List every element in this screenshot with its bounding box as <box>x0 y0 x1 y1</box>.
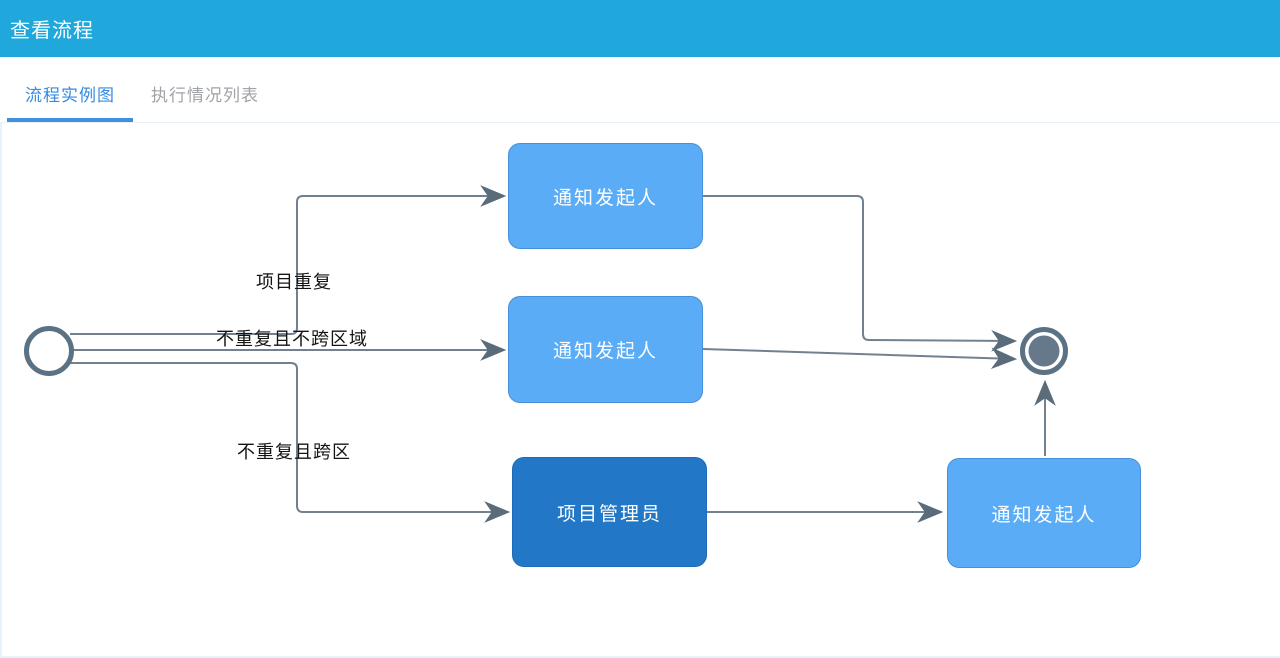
tabs-bar: 流程实例图 执行情况列表 <box>0 57 1280 123</box>
edge-label-not-duplicate-not-cross-region: 不重复且不跨区域 <box>216 329 368 349</box>
task-node-label: 通知发起人 <box>991 504 1097 526</box>
task-node-notify-initiator-right: 通知发起人 <box>947 458 1141 568</box>
task-node-label: 项目管理员 <box>556 503 662 525</box>
tab-process-instance-diagram[interactable]: 流程实例图 <box>7 57 133 122</box>
start-event-icon <box>24 326 74 376</box>
tab-execution-status-list[interactable]: 执行情况列表 <box>133 57 277 122</box>
edge-start-to-notify-top <box>70 185 507 335</box>
end-event-icon <box>1020 327 1068 375</box>
task-node-label: 通知发起人 <box>552 341 658 362</box>
task-node-notify-initiator-top: 通知发起人 <box>508 143 703 249</box>
edge-notify-middle-to-end <box>702 347 1018 370</box>
edge-label-project-duplicate: 项目重复 <box>256 272 332 292</box>
edge-notify-top-to-end <box>703 195 1018 352</box>
task-node-notify-initiator-middle: 通知发起人 <box>508 296 703 403</box>
diagram-panel: 通知发起人 通知发起人 项目管理员 通知发起人 项目重复 不重复且不跨区域 不重… <box>0 123 1280 658</box>
page-title: 查看流程 <box>10 20 94 42</box>
process-diagram <box>24 185 1068 523</box>
tab-label: 执行情况列表 <box>151 86 259 105</box>
edge-label-not-duplicate-cross-region: 不重复且跨区 <box>237 442 351 462</box>
tab-label: 流程实例图 <box>25 86 115 105</box>
task-node-project-admin: 项目管理员 <box>512 457 707 567</box>
edge-start-to-project-admin <box>70 362 511 523</box>
dialog-header: 查看流程 <box>0 0 1280 57</box>
task-node-label: 通知发起人 <box>552 187 658 209</box>
